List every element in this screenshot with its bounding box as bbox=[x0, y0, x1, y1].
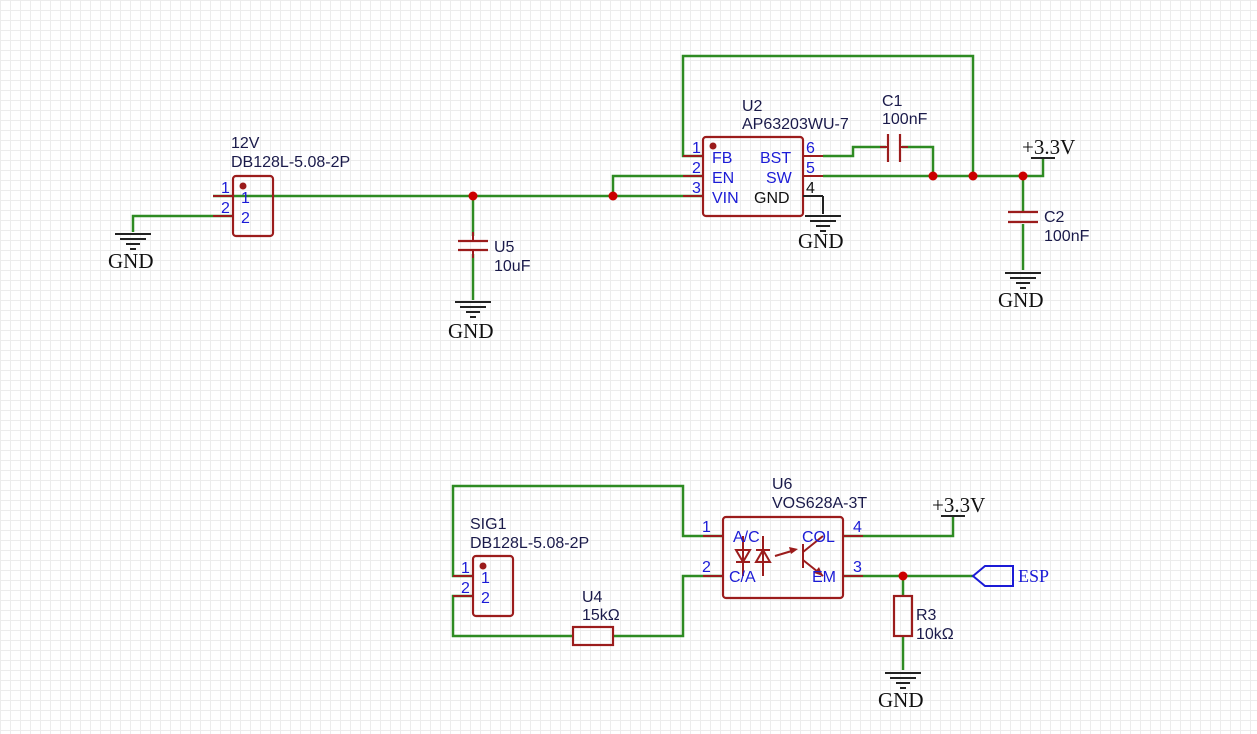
junction-dot bbox=[928, 171, 938, 181]
pin1-marker-dot bbox=[479, 562, 487, 570]
wire-en bbox=[611, 174, 703, 196]
regulator-u2-part: AP63203WU-7 bbox=[742, 116, 849, 133]
capacitor-c1-designator: C1 bbox=[882, 93, 903, 110]
optocoupler-u6[interactable]: U6 VOS628A-3T 1 2 A/C C/A 4 3 COL EM bbox=[702, 476, 867, 600]
pin1-marker-dot bbox=[709, 142, 717, 150]
gnd-label: GND bbox=[998, 288, 1044, 312]
pin-number: 5 bbox=[806, 160, 815, 177]
optocoupler-u6-part: VOS628A-3T bbox=[772, 495, 867, 512]
pin-label: C/A bbox=[729, 569, 756, 586]
resistor-u4-designator: U4 bbox=[582, 589, 603, 606]
pin1-marker-dot bbox=[239, 182, 247, 190]
regulator-u2-designator: U2 bbox=[742, 98, 763, 115]
pin-number: 3 bbox=[853, 559, 862, 576]
pin-number: 3 bbox=[692, 180, 701, 197]
pin-label: EM bbox=[812, 569, 836, 586]
pin-number: 4 bbox=[806, 180, 815, 197]
wire-col-3v3 bbox=[843, 516, 955, 538]
net-port-label: ESP bbox=[1018, 566, 1049, 586]
resistor-u4-body bbox=[571, 625, 615, 647]
capacitor-c1[interactable]: C1 100nF bbox=[880, 93, 928, 162]
connector-sig1-body bbox=[471, 554, 515, 618]
light-arrow-icon bbox=[774, 547, 798, 557]
power-flag-3v3-bottom: +3.3V bbox=[932, 493, 985, 517]
resistor-u4-value: 15kΩ bbox=[582, 607, 620, 624]
power-label: +3.3V bbox=[1022, 135, 1075, 159]
wire-sw-out bbox=[823, 158, 1045, 178]
connector-12v[interactable]: 12V DB128L-5.08-2P 1 2 1 2 bbox=[213, 135, 350, 238]
capacitor-c2-designator: C2 bbox=[1044, 209, 1065, 226]
connector-sig1[interactable]: SIG1 DB128L-5.08-2P 1 2 1 2 bbox=[453, 516, 589, 618]
capacitor-u5-designator: U5 bbox=[494, 239, 515, 256]
wire-j1-gnd bbox=[131, 214, 233, 232]
gnd-symbol-5: GND bbox=[878, 672, 924, 712]
phototransistor-icon bbox=[802, 535, 824, 577]
pin-number: 2 bbox=[221, 200, 230, 217]
capacitor-u5-value: 10uF bbox=[494, 258, 531, 275]
capacitor-c1-value: 100nF bbox=[882, 111, 928, 128]
junction-dot bbox=[1018, 171, 1028, 181]
junction-dot bbox=[898, 571, 908, 581]
pin-number: 2 bbox=[702, 559, 711, 576]
wire-bst-c1 bbox=[823, 145, 886, 158]
pin-number: 2 bbox=[461, 580, 470, 597]
pin-label: GND bbox=[754, 190, 790, 207]
resistor-r3[interactable]: R3 10kΩ bbox=[892, 594, 954, 643]
junctions bbox=[468, 171, 1028, 581]
pin-number: 1 bbox=[461, 560, 470, 577]
pin-number: 1 bbox=[702, 519, 711, 536]
pin-number: 1 bbox=[692, 140, 701, 157]
pin-label: 1 bbox=[481, 570, 490, 587]
gnd-label: GND bbox=[798, 229, 844, 253]
connector-12v-body bbox=[231, 174, 275, 238]
pin-label: FB bbox=[712, 150, 732, 167]
pin-number: 4 bbox=[853, 519, 862, 536]
optocoupler-u6-designator: U6 bbox=[772, 476, 793, 493]
gnd-label: GND bbox=[878, 688, 924, 712]
junction-dot bbox=[968, 171, 978, 181]
connector-sig1-designator: SIG1 bbox=[470, 516, 507, 533]
wire-u4-ca bbox=[613, 574, 723, 638]
resistor-u4[interactable]: U4 15kΩ bbox=[571, 589, 620, 647]
wire-c1-sw bbox=[902, 145, 935, 176]
gnd-symbol-4: GND bbox=[998, 272, 1044, 312]
pin-number: 1 bbox=[221, 180, 230, 197]
pin-label: COL bbox=[802, 529, 835, 546]
connector-12v-designator: 12V bbox=[231, 135, 260, 152]
pin-label: BST bbox=[760, 150, 791, 167]
capacitor-c2[interactable]: C2 100nF bbox=[1008, 209, 1090, 245]
gnd-label: GND bbox=[108, 249, 154, 273]
resistor-r3-body bbox=[892, 594, 914, 638]
pin-label: 2 bbox=[481, 590, 490, 607]
capacitor-u5[interactable]: U5 10uF bbox=[458, 232, 531, 275]
net-port-esp[interactable]: ESP bbox=[971, 565, 1049, 587]
junction-dot bbox=[468, 191, 478, 201]
optocoupler-u6-body bbox=[721, 515, 845, 600]
pin-label: VIN bbox=[712, 190, 739, 207]
resistor-r3-designator: R3 bbox=[916, 607, 937, 624]
connector-12v-part: DB128L-5.08-2P bbox=[231, 154, 350, 171]
resistor-r3-value: 10kΩ bbox=[916, 626, 954, 643]
gnd-label: GND bbox=[448, 319, 494, 343]
pin-number: 6 bbox=[806, 140, 815, 157]
pin-label: 2 bbox=[241, 210, 250, 227]
pin-label: EN bbox=[712, 170, 734, 187]
gnd-symbol-2: GND bbox=[448, 301, 494, 343]
pin-label: SW bbox=[766, 170, 793, 187]
regulator-u2[interactable]: U2 AP63203WU-7 1 2 3 FB EN VIN 6 5 4 BST… bbox=[683, 98, 849, 218]
power-flag-3v3-top: +3.3V bbox=[1022, 135, 1075, 159]
junction-dot bbox=[608, 191, 618, 201]
pin-number: 2 bbox=[692, 160, 701, 177]
connector-sig1-part: DB128L-5.08-2P bbox=[470, 535, 589, 552]
gnd-symbol-1: GND bbox=[108, 233, 154, 273]
gnd-symbol-3: GND bbox=[798, 196, 844, 253]
pin-label: 1 bbox=[241, 190, 250, 207]
led-pair-icon bbox=[734, 536, 772, 576]
power-label: +3.3V bbox=[932, 493, 985, 517]
pin-label: A/C bbox=[733, 529, 760, 546]
capacitor-c2-value: 100nF bbox=[1044, 228, 1090, 245]
